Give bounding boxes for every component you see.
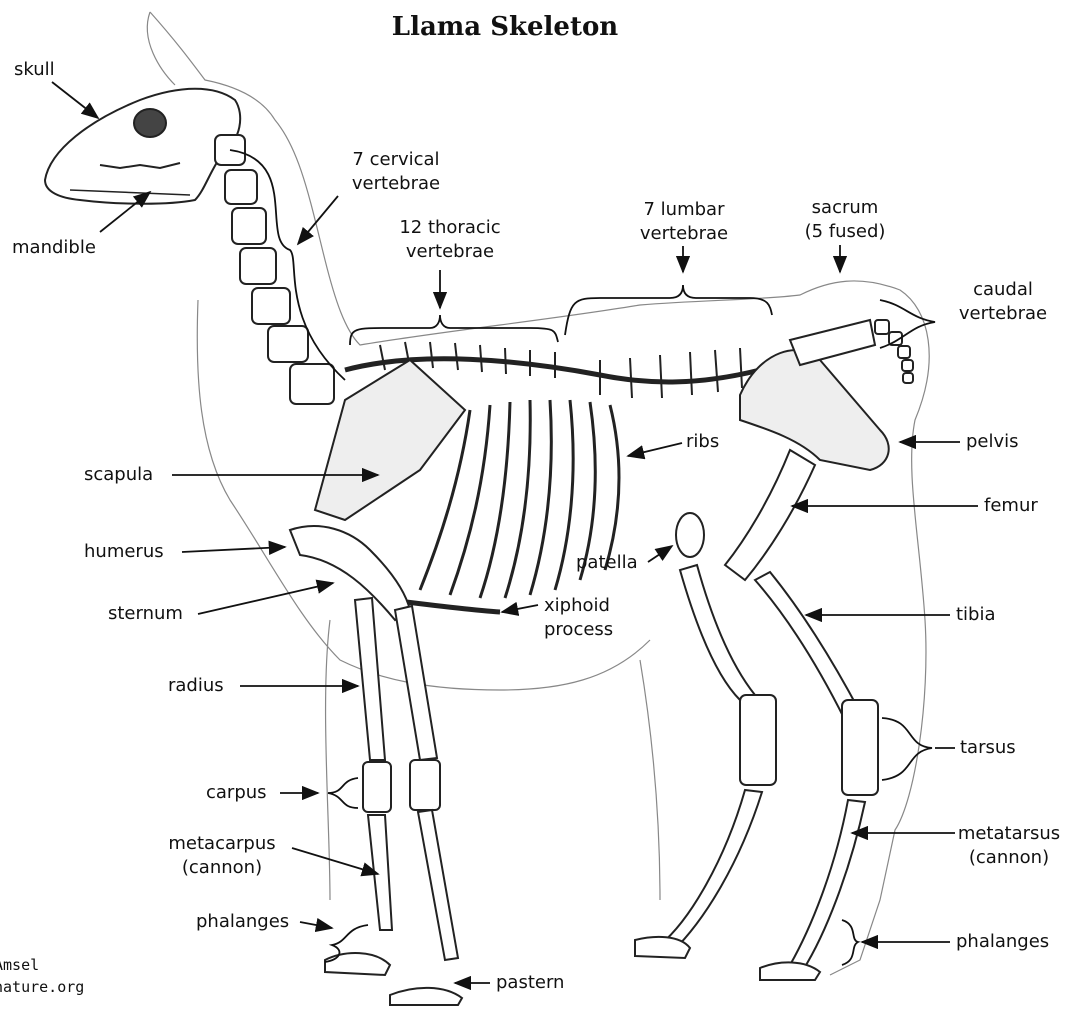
- label-sternum: sternum: [108, 602, 183, 626]
- metacarpus-leader: [292, 848, 378, 874]
- label-tibia: tibia: [956, 603, 996, 627]
- label-caudal-line2: vertebrae: [948, 302, 1058, 326]
- label-cervical-line2: vertebrae: [336, 172, 456, 196]
- sacrum-shape: [790, 320, 875, 365]
- tarsus-bracket: [882, 718, 932, 780]
- label-sacrum-line1: sacrum: [790, 196, 900, 220]
- hind-leg-shapes: [635, 565, 878, 980]
- label-phalanges-front: phalanges: [196, 910, 289, 934]
- ribs-leader: [628, 443, 682, 456]
- credit-line1: Amsel: [0, 954, 84, 976]
- pelvis-shape: [740, 350, 889, 470]
- caudal-vertebrae-shapes: [875, 320, 913, 383]
- credit: Amsel nature.org: [0, 954, 84, 998]
- label-patella: patella: [576, 551, 638, 575]
- patella-shape: [676, 513, 704, 557]
- front-leg-shapes: [325, 598, 462, 1005]
- patella-leader: [648, 546, 672, 562]
- label-radius: radius: [168, 674, 224, 698]
- label-carpus: carpus: [206, 781, 267, 805]
- skull-leader: [52, 82, 98, 118]
- label-caudal-line1: caudal: [948, 278, 1058, 302]
- skull-shape: [45, 89, 240, 204]
- humerus-shape: [290, 526, 410, 620]
- label-humerus: humerus: [84, 540, 164, 564]
- cervical-leader: [298, 196, 338, 244]
- label-mandible: mandible: [12, 236, 96, 260]
- phalanges-hind-bracket: [842, 920, 858, 965]
- label-pelvis: pelvis: [966, 430, 1019, 454]
- femur-shape: [725, 450, 815, 580]
- sternum-leader: [198, 583, 333, 614]
- xiphoid-leader: [502, 605, 538, 612]
- label-metacarpus-line2: (cannon): [152, 856, 292, 880]
- phalanges-front-leader: [300, 922, 332, 928]
- label-scapula: scapula: [84, 463, 153, 487]
- label-metatarsus-line1: metatarsus: [942, 822, 1076, 846]
- humerus-leader: [182, 547, 285, 552]
- label-pastern: pastern: [496, 971, 564, 995]
- lumbar-bracket: [565, 285, 772, 335]
- fur-outline: [147, 12, 929, 975]
- label-xiphoid-line1: xiphoid: [544, 594, 610, 618]
- label-thoracic-line1: 12 thoracic: [390, 216, 510, 240]
- label-tarsus: tarsus: [960, 736, 1016, 760]
- label-xiphoid-line2: process: [544, 618, 613, 642]
- label-lumbar-line1: 7 lumbar: [624, 198, 744, 222]
- label-metacarpus-line1: metacarpus: [152, 832, 292, 856]
- scapula-shape: [315, 360, 465, 520]
- label-sacrum-line2: (5 fused): [790, 220, 900, 244]
- label-skull: skull: [14, 58, 55, 82]
- label-lumbar-line2: vertebrae: [624, 222, 744, 246]
- carpus-bracket: [328, 778, 358, 808]
- label-cervical-line1: 7 cervical: [336, 148, 456, 172]
- label-thoracic-line2: vertebrae: [390, 240, 510, 264]
- thoracic-bracket: [350, 315, 558, 345]
- label-phalanges-hind: phalanges: [956, 930, 1049, 954]
- label-ribs: ribs: [686, 430, 719, 454]
- label-metatarsus-line2: (cannon): [942, 846, 1076, 870]
- label-femur: femur: [984, 494, 1038, 518]
- diagram-title: Llama Skeleton: [380, 12, 630, 42]
- cervical-vertebrae-shapes: [215, 135, 334, 404]
- credit-line2: nature.org: [0, 976, 84, 998]
